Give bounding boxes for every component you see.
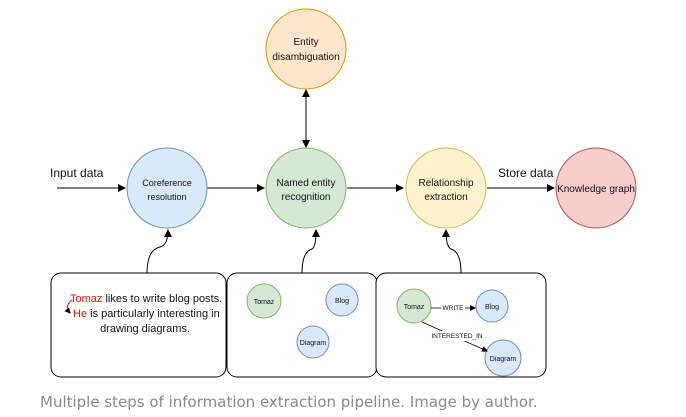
disamb-label-line2: disambiguation	[272, 52, 339, 63]
figure-caption: Multiple steps of information extraction…	[40, 393, 538, 411]
rel-diagram-node	[484, 339, 522, 377]
coreference-link-icon	[64, 299, 73, 314]
coref-label-line2: resolution	[147, 192, 186, 202]
input-data-label: Input data	[50, 166, 104, 180]
rel-blog-label: Blog	[485, 304, 499, 311]
entity-tomaz-highlight: Tomaz	[70, 293, 102, 305]
ner-diagram-node	[296, 325, 330, 359]
ner-example-panel	[226, 272, 378, 378]
ner-blog-node	[325, 283, 359, 317]
relationship-node	[405, 147, 487, 229]
write-edge-label-bg	[441, 303, 465, 313]
rel-diagram-label: Diagram	[490, 356, 517, 363]
ner-node	[265, 147, 347, 229]
ner-tomaz-node	[246, 283, 282, 319]
entity-disambiguation-node	[265, 8, 347, 90]
store-data-label: Store data	[498, 166, 554, 180]
rel-tomaz-label: Tomaz	[404, 304, 425, 311]
interested-in-edge-label-bg	[428, 331, 486, 341]
knowledge-graph-node	[555, 147, 637, 229]
rel-tomaz-node	[396, 288, 432, 324]
interested-in-edge-label: INTERESTED_IN	[431, 333, 483, 340]
example-line-2-rest: is particularly interesting in	[87, 308, 220, 320]
rel-blog-node	[475, 289, 509, 323]
ner-label-line1: Named entity	[277, 178, 336, 189]
disamb-label-line1: Entity	[293, 37, 318, 48]
example-line-2: He is particularly interesting in	[73, 308, 220, 320]
rel-label-line1: Relationship	[418, 178, 473, 189]
example-line-1-rest: likes to write blog posts.	[102, 293, 222, 305]
ner-panel-connector	[301, 229, 320, 274]
ner-label-line2: recognition	[282, 192, 331, 203]
ner-tomaz-label: Tomaz	[254, 299, 275, 306]
text-panel-connector	[146, 229, 172, 274]
rel-panel-connector	[442, 229, 462, 274]
rel-label-line2: extraction	[424, 192, 467, 203]
ner-diagram-label: Diagram	[300, 340, 327, 347]
pronoun-he-highlight: He	[73, 308, 87, 320]
coref-label-line1: Coreference	[142, 178, 192, 188]
ner-blog-label: Blog	[335, 298, 349, 305]
example-text-panel	[50, 272, 227, 378]
write-edge-label: WRITE	[443, 305, 465, 312]
coreference-node	[126, 147, 208, 229]
example-line-1: Tomaz likes to write blog posts.	[70, 293, 222, 305]
kg-label: Knowledge graph	[557, 184, 635, 195]
example-line-3: drawing diagrams.	[100, 323, 190, 335]
